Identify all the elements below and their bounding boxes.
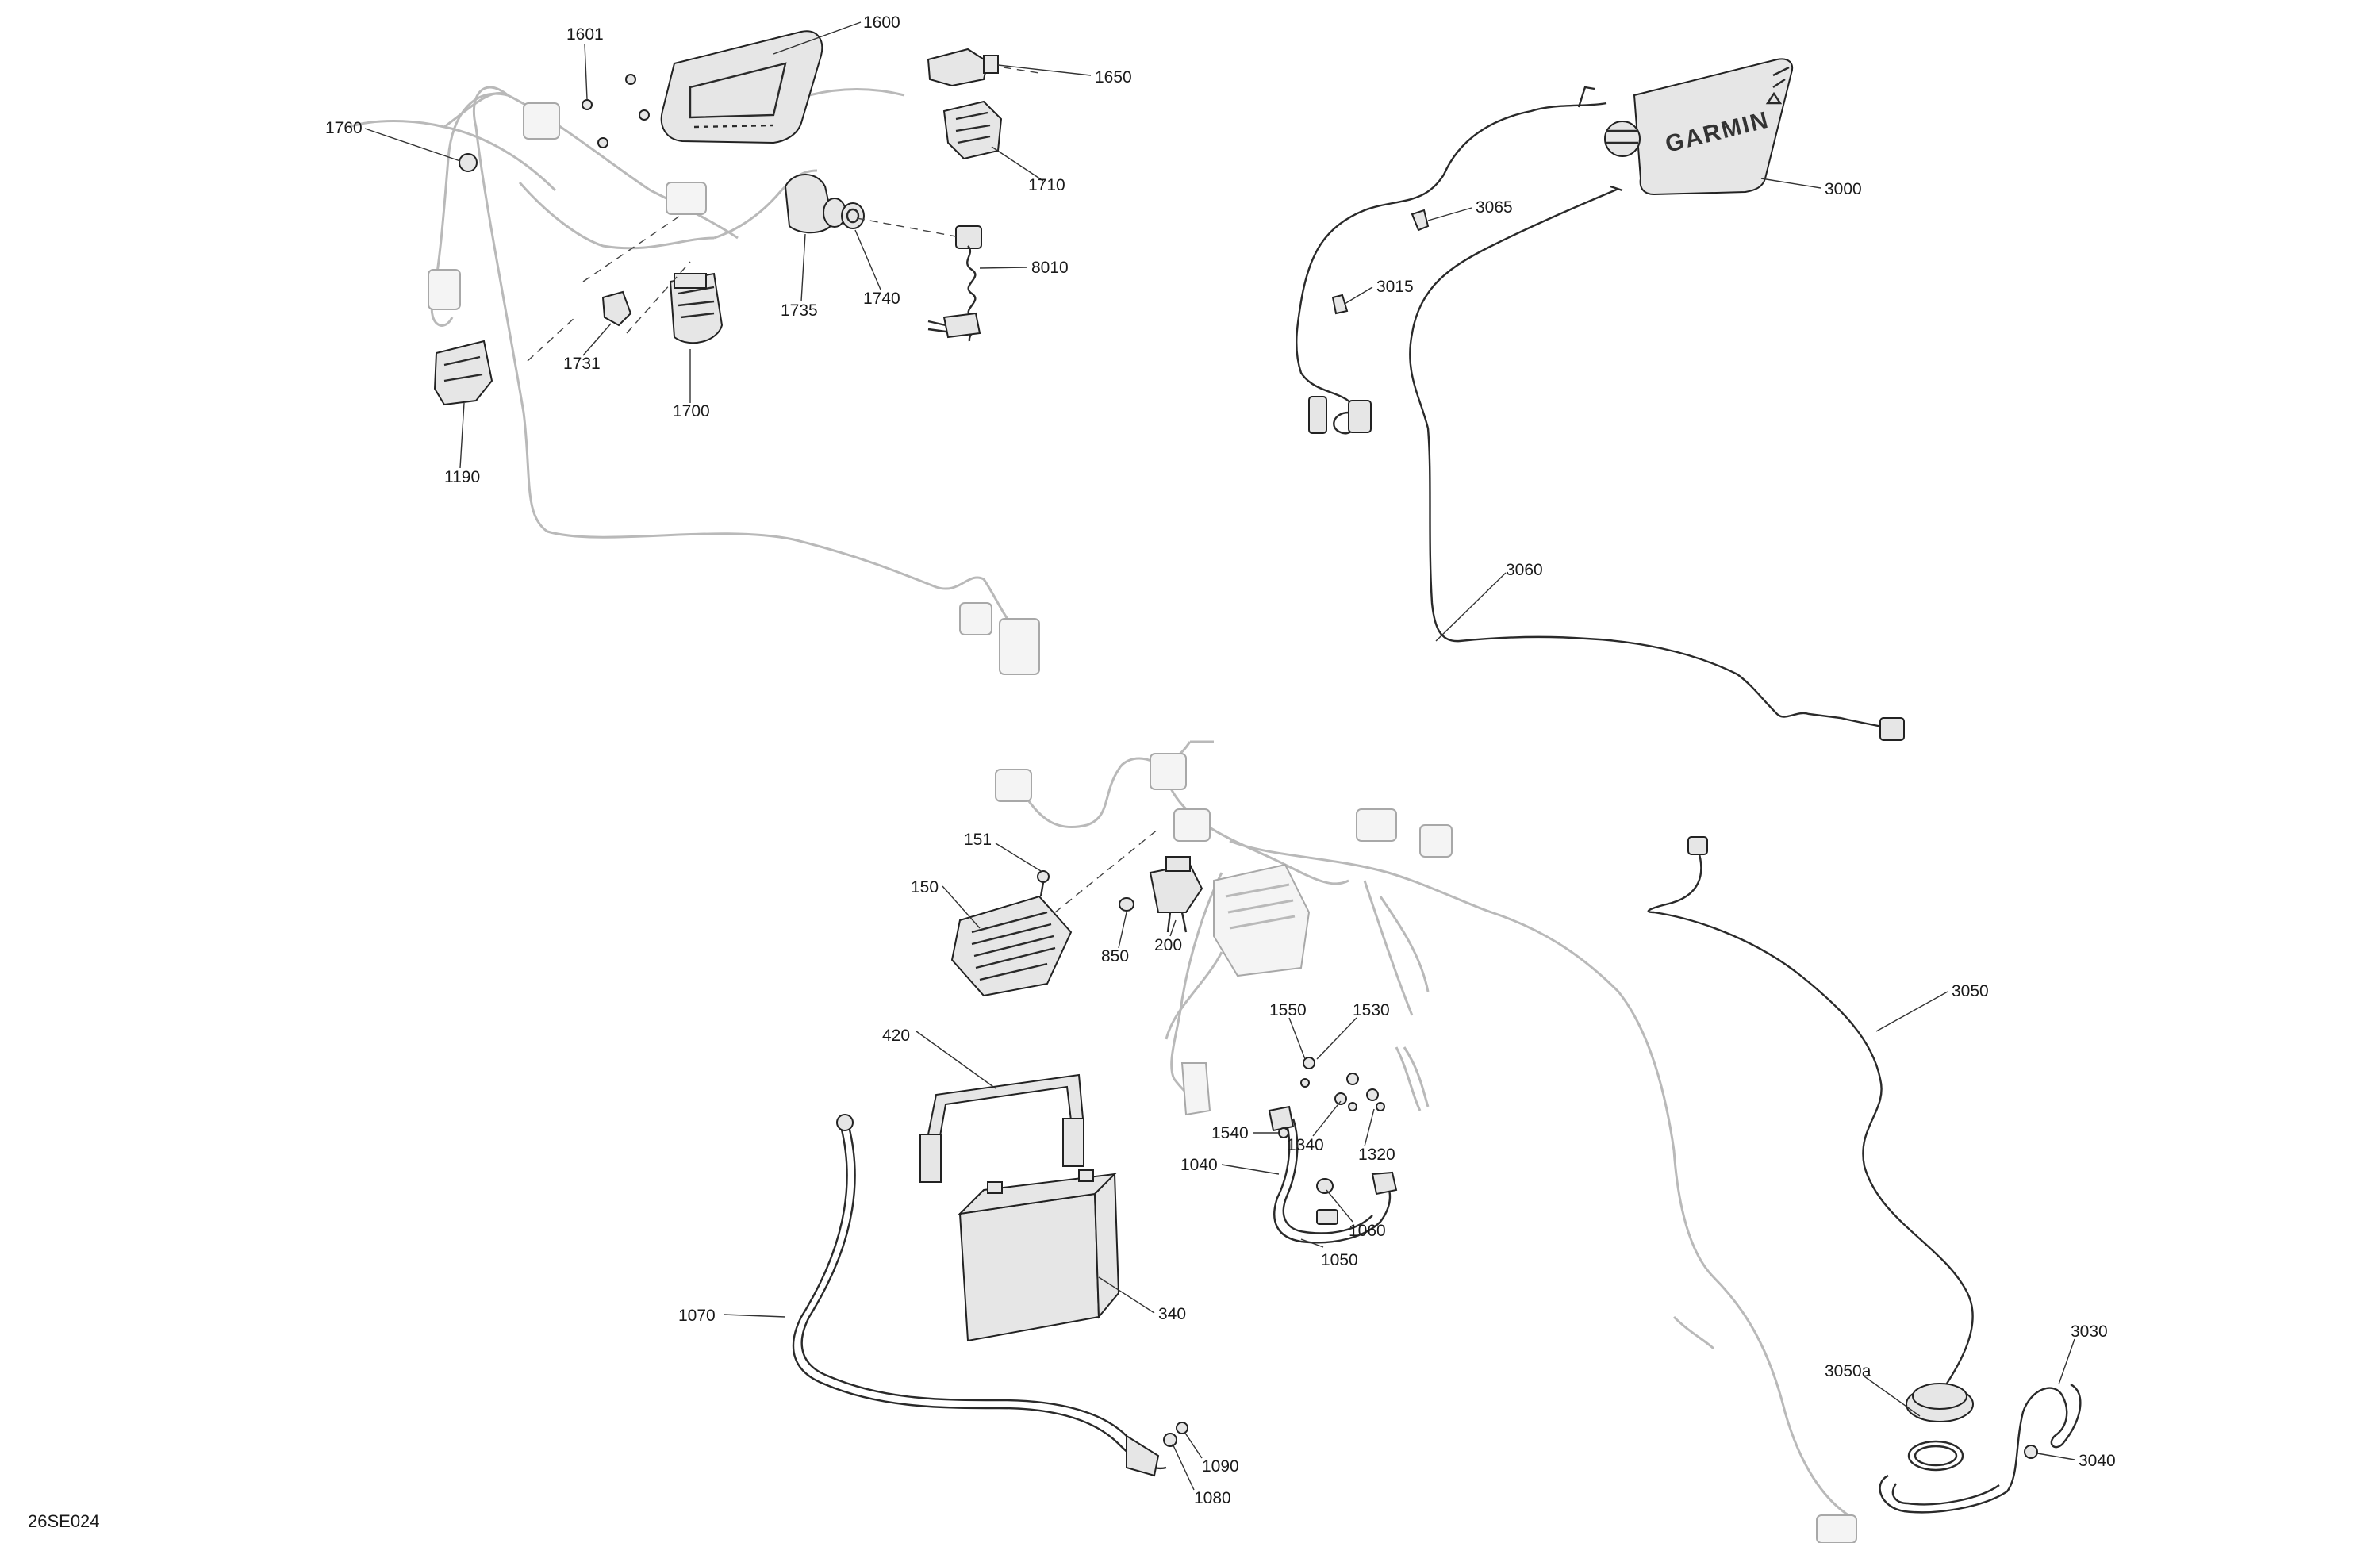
connector-1650 [927, 48, 999, 87]
clip-3015 [1331, 294, 1349, 315]
washer-1740-hole [846, 208, 860, 224]
leader-lines [364, 21, 2075, 1491]
callout-1760: 1760 [325, 119, 363, 137]
callout-3000: 3000 [1825, 180, 1862, 198]
callout-420: 420 [882, 1027, 910, 1045]
callout-labels: 1600 1601 1650 1760 1710 8010 1735 1740 … [325, 13, 2116, 1507]
callout-1600: 1600 [863, 13, 900, 32]
assembly-line [856, 217, 957, 237]
knob-1735 [784, 174, 846, 234]
assembly-line [1054, 828, 1159, 913]
callout-1340: 1340 [1287, 1136, 1324, 1154]
garmin-display-3000: GARMIN [1604, 58, 1793, 196]
clip-3065 [1411, 209, 1430, 232]
ground-hardware [1278, 1046, 1430, 1138]
callout-1601: 1601 [566, 25, 604, 44]
callout-200: 200 [1154, 936, 1182, 954]
nut-850 [1119, 897, 1134, 912]
callout-1090: 1090 [1202, 1457, 1239, 1476]
harness-connector [1180, 1062, 1211, 1116]
callout-8010: 8010 [1031, 259, 1069, 277]
callout-1650: 1650 [1095, 68, 1132, 86]
callout-1735: 1735 [781, 301, 818, 320]
callout-340: 340 [1158, 1305, 1186, 1323]
screws-1601 [582, 74, 650, 148]
callout-3030: 3030 [2071, 1322, 2108, 1341]
callout-1070: 1070 [678, 1307, 716, 1325]
callout-3015: 3015 [1376, 278, 1414, 296]
callout-1530: 1530 [1353, 1001, 1390, 1019]
callout-1740: 1740 [863, 290, 900, 308]
callout-1700: 1700 [673, 402, 710, 420]
callout-1040: 1040 [1180, 1156, 1218, 1174]
callout-3040: 3040 [2079, 1452, 2116, 1470]
cable-3030 [1879, 1383, 2082, 1514]
nut-1090 [1176, 1422, 1188, 1434]
harness-connector [1816, 1514, 1857, 1543]
callout-1710: 1710 [1028, 176, 1065, 194]
relay-200 [1149, 856, 1203, 933]
connector-1190 [433, 340, 493, 406]
connector-1731 [601, 290, 632, 327]
assembly-line [1003, 67, 1040, 74]
grommet-1760 [459, 153, 478, 172]
washer-1740 [841, 202, 865, 229]
callout-150: 150 [911, 878, 939, 896]
assembly-line [527, 317, 576, 362]
regulator-150 [950, 895, 1073, 997]
nut-1060 [1316, 1178, 1334, 1194]
harness-connector [999, 618, 1040, 675]
harness-connector [1173, 808, 1211, 842]
washer-1080 [1163, 1433, 1177, 1447]
callout-1190: 1190 [444, 468, 480, 486]
upper-harness [348, 86, 1040, 675]
harness-connector [523, 102, 560, 140]
switch-1710 [942, 100, 1003, 160]
main-harness [995, 740, 1857, 1543]
callout-3050a: 3050a [1825, 1362, 1871, 1380]
display-cluster-1600 [660, 30, 823, 144]
assembly-line [626, 261, 691, 334]
callout-1540: 1540 [1211, 1124, 1249, 1142]
fuse-box [1213, 863, 1311, 977]
callout-3050: 3050 [1952, 982, 1989, 1000]
cable-1070 [792, 1114, 1167, 1477]
fastener-3040 [2024, 1445, 2038, 1459]
screw-151 [1037, 870, 1050, 897]
callout-850: 850 [1101, 947, 1129, 965]
callout-3065: 3065 [1476, 198, 1513, 217]
coiled-cable-8010 [927, 225, 982, 342]
callout-1050: 1050 [1321, 1251, 1358, 1269]
callout-1731: 1731 [563, 355, 601, 373]
callout-3060: 3060 [1506, 561, 1543, 579]
ground-cable-1040 [1268, 1105, 1398, 1244]
callout-1320: 1320 [1358, 1146, 1395, 1164]
callout-1550: 1550 [1269, 1001, 1307, 1019]
harness-connector [666, 182, 707, 215]
strap-420 [919, 1073, 1084, 1183]
bracket-1700 [669, 272, 724, 344]
callout-1080: 1080 [1194, 1489, 1231, 1507]
harness-connector [1419, 824, 1453, 858]
harness-connector [995, 769, 1032, 802]
harness-connector [1150, 753, 1187, 790]
socket-3050a [1906, 1383, 1974, 1472]
callout-1060: 1060 [1349, 1222, 1386, 1240]
cable-3050 [1647, 836, 1974, 1389]
garmin-cable-3060 [1296, 86, 1905, 741]
harness-connector [959, 602, 992, 635]
diagram-reference: 26SE024 [28, 1511, 100, 1531]
assembly-line [582, 213, 683, 282]
callout-151: 151 [964, 831, 992, 849]
battery-340 [958, 1169, 1120, 1342]
harness-connector [428, 269, 461, 310]
harness-connector [1356, 808, 1397, 842]
